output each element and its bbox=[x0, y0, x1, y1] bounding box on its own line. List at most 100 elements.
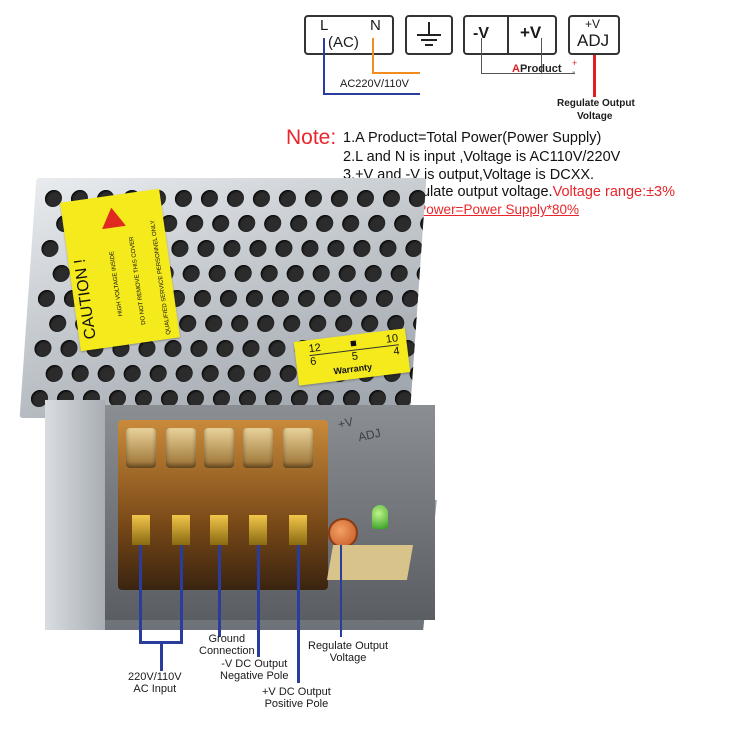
positive-line2: Positive Pole bbox=[264, 698, 329, 710]
adj-terminal-box: +V ADJ bbox=[568, 15, 620, 55]
vent-hole bbox=[304, 190, 323, 207]
product-plus: + bbox=[572, 58, 578, 68]
vent-hole bbox=[289, 215, 308, 232]
regulate-label-top-1: Regulate Output bbox=[557, 98, 635, 109]
vent-hole bbox=[97, 365, 116, 382]
vent-hole bbox=[215, 340, 235, 357]
vent-hole bbox=[256, 315, 275, 332]
vent-hole bbox=[208, 265, 227, 282]
vent-hole bbox=[37, 290, 56, 307]
vent-hole bbox=[416, 265, 427, 282]
vent-hole bbox=[252, 190, 271, 207]
vent-hole bbox=[315, 215, 334, 232]
orange-wire-h bbox=[372, 72, 420, 74]
adj-label: ADJ bbox=[577, 31, 610, 50]
vent-hole bbox=[409, 365, 427, 382]
orange-wire bbox=[372, 38, 374, 74]
ac-label: (AC) bbox=[328, 34, 359, 51]
vent-hole bbox=[360, 315, 379, 332]
warranty-top-2: 10 bbox=[385, 332, 399, 346]
warranty-top-0: 12 bbox=[307, 341, 322, 356]
vent-hole bbox=[419, 215, 427, 232]
vent-hole bbox=[241, 340, 261, 357]
vent-hole bbox=[404, 240, 424, 257]
regulate-line2: Voltage bbox=[329, 652, 367, 664]
vent-hole bbox=[253, 365, 272, 382]
negative-line1: -V DC Output bbox=[221, 658, 288, 670]
vent-hole bbox=[193, 290, 212, 307]
vent-hole bbox=[364, 265, 383, 282]
vent-hole bbox=[201, 365, 220, 382]
vent-hole bbox=[260, 265, 279, 282]
adjust-potentiometer[interactable] bbox=[328, 518, 358, 548]
vent-hole bbox=[52, 265, 71, 282]
terminal-screw[interactable] bbox=[126, 428, 156, 468]
dc-terminal-box: -V +V bbox=[463, 15, 557, 55]
vent-hole bbox=[297, 290, 316, 307]
vent-hole bbox=[334, 315, 353, 332]
warranty-bottom-0: 6 bbox=[309, 355, 318, 369]
vent-hole bbox=[163, 340, 183, 357]
vent-hole bbox=[222, 240, 242, 257]
vent-hole bbox=[40, 240, 60, 257]
vent-hole bbox=[71, 365, 90, 382]
product-bracket-right bbox=[541, 38, 542, 74]
regulate-callout: Regulate Output Voltage bbox=[308, 640, 388, 664]
vent-hole bbox=[267, 340, 287, 357]
ac-input-line2: AC Input bbox=[133, 683, 177, 695]
positive-callout: +V DC Output Positive Pole bbox=[262, 686, 331, 710]
note-line-4-highlight: Voltage range:±3% bbox=[552, 184, 676, 200]
terminal-screw[interactable] bbox=[243, 428, 273, 468]
vent-hole bbox=[263, 215, 282, 232]
minus-v-label: -V bbox=[473, 25, 489, 42]
blue-wire-h bbox=[323, 93, 420, 95]
product-label-a: A bbox=[512, 63, 520, 75]
ground-callout: Ground Connection bbox=[199, 633, 255, 657]
ground-line2: Connection bbox=[199, 645, 255, 657]
vent-hole bbox=[59, 340, 79, 357]
vent-hole bbox=[227, 365, 246, 382]
vent-hole bbox=[378, 240, 398, 257]
vent-hole bbox=[230, 315, 249, 332]
vent-hole bbox=[279, 365, 298, 382]
ground-terminal-box bbox=[405, 15, 453, 55]
n-label: N bbox=[370, 17, 381, 34]
vent-hole bbox=[349, 290, 368, 307]
regulate-line1: Regulate Output bbox=[308, 640, 389, 652]
warranty-bottom-2: 4 bbox=[392, 345, 401, 358]
plus-v-label: +V bbox=[520, 23, 542, 42]
vent-hole bbox=[196, 240, 216, 257]
vent-hole bbox=[149, 365, 168, 382]
ac-input-line1: 220V/110V bbox=[128, 671, 182, 683]
ac-input-callout: 220V/110V AC Input bbox=[128, 671, 182, 695]
adj-plus-v-label: +V bbox=[585, 17, 601, 31]
vent-hole bbox=[274, 240, 294, 257]
negative-line2: Negative Pole bbox=[220, 670, 289, 682]
product-minus: - bbox=[572, 67, 576, 78]
vent-hole bbox=[204, 315, 223, 332]
terminal-screw[interactable] bbox=[166, 428, 196, 468]
vent-hole bbox=[271, 290, 290, 307]
vent-hole bbox=[48, 315, 67, 332]
vent-hole bbox=[390, 265, 409, 282]
vent-hole bbox=[200, 190, 219, 207]
vent-hole bbox=[330, 190, 349, 207]
terminal-pin bbox=[249, 515, 267, 545]
vent-hole bbox=[245, 290, 264, 307]
vent-hole bbox=[248, 240, 268, 257]
vent-hole bbox=[175, 365, 194, 382]
vent-hole bbox=[356, 190, 375, 207]
vent-hole bbox=[237, 215, 256, 232]
vent-hole bbox=[234, 265, 253, 282]
vent-hole bbox=[219, 290, 238, 307]
terminal-screw[interactable] bbox=[204, 428, 234, 468]
vent-hole bbox=[282, 315, 301, 332]
terminal-pin bbox=[172, 515, 190, 545]
caution-sticker: CAUTION ! HIGH VOLTAGE INSIDE DO NOT REM… bbox=[60, 188, 180, 352]
vent-hole bbox=[33, 340, 53, 357]
vent-hole bbox=[323, 290, 342, 307]
vent-hole bbox=[300, 240, 320, 257]
warranty-bottom-1: 5 bbox=[351, 350, 359, 363]
terminal-screw[interactable] bbox=[283, 428, 313, 468]
caution-text-2: DO NOT REMOVE THIS COVER bbox=[129, 236, 148, 326]
